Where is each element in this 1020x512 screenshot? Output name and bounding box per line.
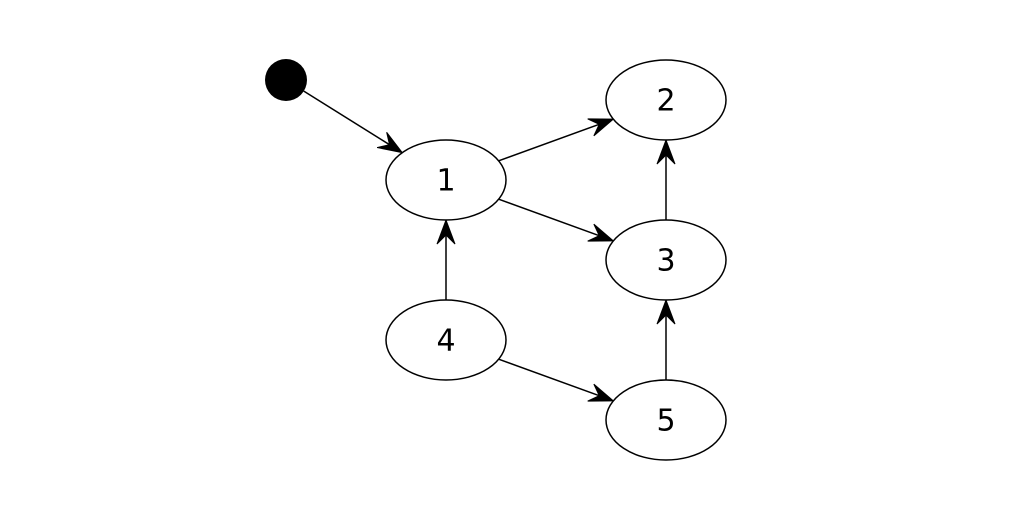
arrowhead-1-to-3 xyxy=(587,223,615,242)
nodes-layer: 1 2 3 4 5 xyxy=(265,59,727,461)
node-5-label: 5 xyxy=(656,404,675,439)
edge-1-to-2 xyxy=(498,123,600,162)
node-4: 4 xyxy=(385,299,507,381)
edge-1-to-3 xyxy=(498,198,600,237)
arrowhead-4-to-5 xyxy=(587,383,615,402)
arrowhead-4-to-1 xyxy=(436,218,456,245)
node-5-ellipse xyxy=(605,379,727,461)
initial-state-marker xyxy=(265,59,307,101)
node-5: 5 xyxy=(605,379,727,461)
edges-layer xyxy=(303,90,676,402)
node-1: 1 xyxy=(385,139,507,221)
node-4-label: 4 xyxy=(436,324,455,359)
node-1-ellipse xyxy=(385,139,507,221)
node-2-label: 2 xyxy=(656,84,675,119)
edge-start-to-1 xyxy=(303,90,390,146)
node-3-ellipse xyxy=(605,219,727,301)
arrowhead-1-to-2 xyxy=(587,118,615,137)
node-1-label: 1 xyxy=(436,164,455,199)
arrowhead-3-to-2 xyxy=(656,138,676,165)
node-4-ellipse xyxy=(385,299,507,381)
node-2-ellipse xyxy=(605,59,727,141)
edge-4-to-5 xyxy=(498,358,600,397)
node-2: 2 xyxy=(605,59,727,141)
arrowhead-start-to-1 xyxy=(376,131,404,154)
node-3-label: 3 xyxy=(656,244,675,279)
arrowhead-5-to-3 xyxy=(656,298,676,325)
node-3: 3 xyxy=(605,219,727,301)
